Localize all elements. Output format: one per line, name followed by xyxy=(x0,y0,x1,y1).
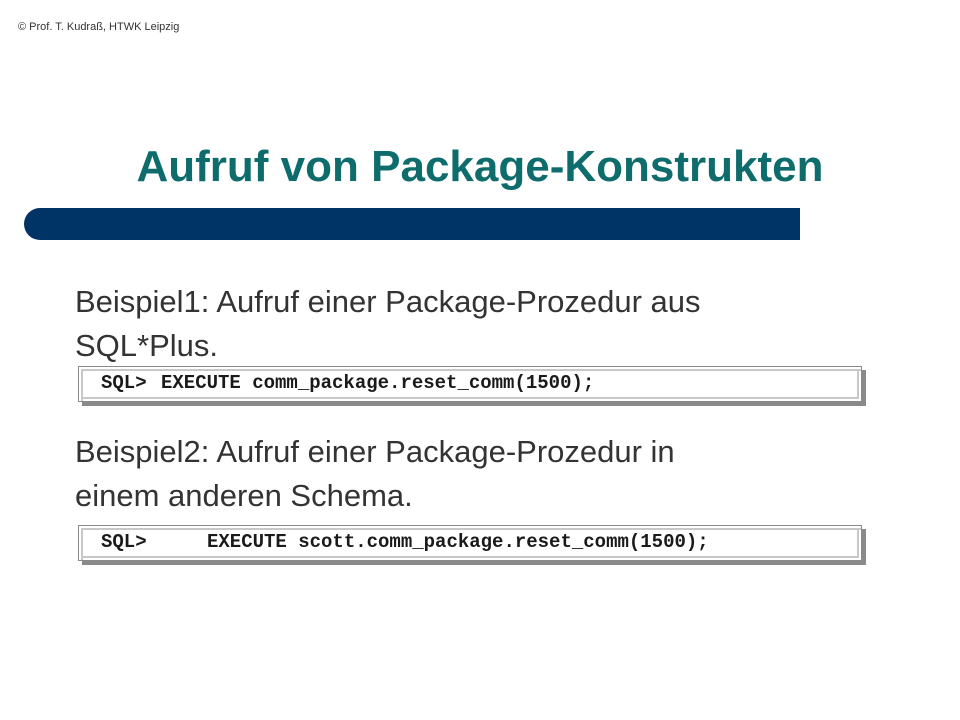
example-2-description: Beispiel2: Aufruf einer Package-Prozedur… xyxy=(75,430,875,518)
example-1-line-2: SQL*Plus. xyxy=(75,328,219,363)
copyright-notice: © Prof. T. Kudraß, HTWK Leipzig xyxy=(18,21,180,33)
example-1-description: Beispiel1: Aufruf einer Package-Prozedur… xyxy=(75,280,875,368)
example-2-line-2: einem anderen Schema. xyxy=(75,478,413,513)
title-underline-bar xyxy=(24,208,800,240)
example-1-line-1: Beispiel1: Aufruf einer Package-Prozedur… xyxy=(75,284,701,319)
slide-title: Aufruf von Package-Konstrukten xyxy=(136,142,824,191)
example-2-sql-command: EXECUTE scott.comm_package.reset_comm(15… xyxy=(207,531,709,553)
example-1-code-box: SQL> EXECUTE comm_package.reset_comm(150… xyxy=(78,366,862,402)
example-1-sql-prompt: SQL> xyxy=(101,372,147,394)
title-bar-notch xyxy=(24,240,64,244)
example-1-sql-command: EXECUTE comm_package.reset_comm(1500); xyxy=(161,372,595,394)
example-2-sql-prompt: SQL> xyxy=(101,531,147,553)
example-2-line-1: Beispiel2: Aufruf einer Package-Prozedur… xyxy=(75,434,675,469)
example-2-code-box: SQL> EXECUTE scott.comm_package.reset_co… xyxy=(78,525,862,561)
